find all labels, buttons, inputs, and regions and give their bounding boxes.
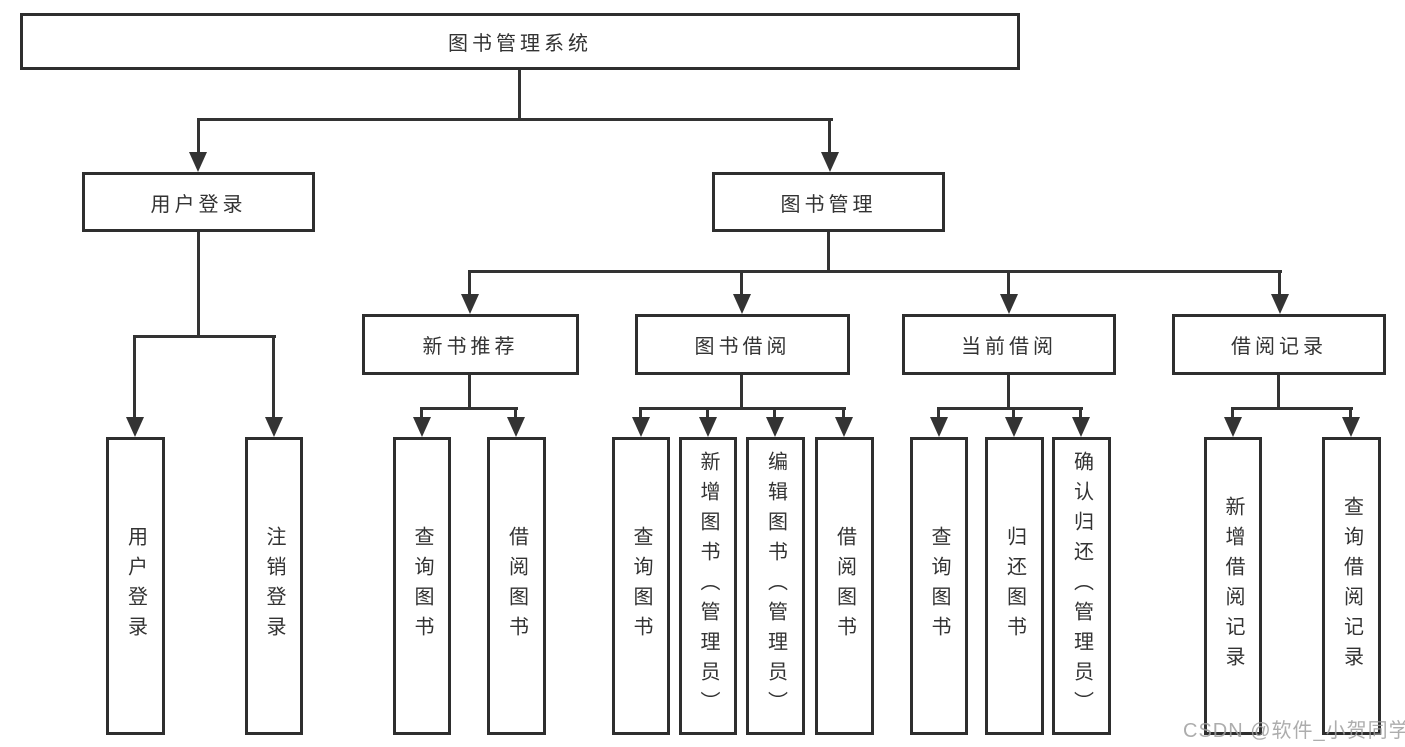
- connector-line: [272, 335, 275, 417]
- node-label: 查询图书: [411, 526, 433, 646]
- connector-line: [134, 335, 276, 338]
- node-current-borrow: 当前借阅: [902, 314, 1116, 375]
- arrow-down-icon: [265, 417, 283, 437]
- leaf-return-book: 归还图书: [985, 437, 1044, 735]
- connector-line: [197, 118, 833, 121]
- arrow-down-icon: [821, 152, 839, 172]
- node-label: 确认归还（管理员）: [1070, 451, 1093, 721]
- arrow-down-icon: [766, 417, 784, 437]
- node-label: 借阅图书: [833, 526, 856, 646]
- arrow-down-icon: [632, 417, 650, 437]
- leaf-edit-book-admin: 编辑图书（管理员）: [746, 437, 805, 735]
- arrow-down-icon: [1072, 417, 1090, 437]
- connector-line: [1079, 407, 1082, 417]
- connector-line: [1231, 407, 1234, 417]
- arrow-down-icon: [1271, 294, 1289, 314]
- node-label: 新增借阅记录: [1222, 496, 1244, 676]
- connector-line: [938, 407, 1083, 410]
- csdn-watermark: CSDN @软件_小贺同学: [1183, 720, 1405, 742]
- connector-line: [740, 270, 743, 294]
- node-label: 注销登录: [263, 526, 285, 646]
- node-label: 当前借阅: [961, 336, 1057, 358]
- arrow-down-icon: [126, 417, 144, 437]
- node-book-management: 图书管理: [712, 172, 945, 232]
- arrow-down-icon: [699, 417, 717, 437]
- connector-line: [937, 407, 940, 417]
- node-label: 查询图书: [630, 526, 652, 646]
- leaf-query-borrow-record: 查询借阅记录: [1322, 437, 1381, 735]
- arrow-down-icon: [1005, 417, 1023, 437]
- node-label: 查询借阅记录: [1340, 496, 1363, 676]
- node-label: 查询图书: [928, 526, 950, 646]
- leaf-query-book-1: 查询图书: [393, 437, 451, 735]
- node-label: 归还图书: [1003, 526, 1026, 646]
- connector-line: [1232, 407, 1353, 410]
- connector-line: [420, 407, 423, 417]
- connector-line: [842, 407, 845, 417]
- arrow-down-icon: [1342, 417, 1360, 437]
- node-label: 新增图书（管理员）: [697, 451, 719, 721]
- connector-line: [197, 118, 200, 154]
- connector-line: [468, 270, 471, 294]
- connector-line: [828, 118, 831, 154]
- arrow-down-icon: [507, 417, 525, 437]
- connector-line: [469, 270, 1282, 273]
- node-label: 图书管理系统: [448, 33, 592, 55]
- connector-line: [518, 70, 521, 118]
- arrow-down-icon: [1224, 417, 1242, 437]
- node-label: 图书借阅: [694, 336, 791, 358]
- connector-line: [1012, 407, 1015, 417]
- node-new-book-recommend: 新书推荐: [362, 314, 579, 375]
- arrow-down-icon: [733, 294, 751, 314]
- connector-line: [827, 232, 830, 270]
- node-label: 借阅记录: [1231, 336, 1327, 358]
- node-borrow-records: 借阅记录: [1172, 314, 1386, 375]
- connector-line: [1007, 375, 1010, 407]
- node-label: 用户登录: [150, 193, 247, 216]
- node-label: 编辑图书（管理员）: [764, 451, 787, 721]
- arrow-down-icon: [1000, 294, 1018, 314]
- connector-line: [133, 335, 136, 417]
- node-library-system: 图书管理系统: [20, 13, 1020, 70]
- leaf-borrow-book-2: 借阅图书: [815, 437, 874, 735]
- arrow-down-icon: [189, 152, 207, 172]
- arrow-down-icon: [835, 417, 853, 437]
- connector-line: [706, 407, 709, 417]
- leaf-borrow-book-1: 借阅图书: [487, 437, 546, 735]
- node-label: 用户登录: [124, 526, 147, 646]
- leaf-logout: 注销登录: [245, 437, 303, 735]
- node-label: 新书推荐: [422, 336, 519, 358]
- connector-line: [773, 407, 776, 417]
- leaf-confirm-return-admin: 确认归还（管理员）: [1052, 437, 1111, 735]
- connector-line: [1007, 270, 1010, 294]
- connector-line: [197, 232, 200, 335]
- arrow-down-icon: [461, 294, 479, 314]
- node-label: 图书管理: [780, 193, 877, 216]
- leaf-user-login: 用户登录: [106, 437, 165, 735]
- leaf-query-book-3: 查询图书: [910, 437, 968, 735]
- arrow-down-icon: [930, 417, 948, 437]
- node-book-borrow: 图书借阅: [635, 314, 850, 375]
- leaf-add-book-admin: 新增图书（管理员）: [679, 437, 737, 735]
- connector-line: [639, 407, 642, 417]
- connector-line: [1277, 375, 1280, 407]
- connector-line: [421, 407, 518, 410]
- connector-line: [740, 375, 743, 407]
- connector-line: [640, 407, 846, 410]
- connector-line: [1278, 270, 1281, 294]
- connector-line: [468, 375, 471, 407]
- node-user-login: 用户登录: [82, 172, 315, 232]
- leaf-query-book-2: 查询图书: [612, 437, 670, 735]
- connector-line: [1349, 407, 1352, 417]
- node-label: 借阅图书: [505, 526, 528, 646]
- connector-line: [514, 407, 517, 417]
- leaf-add-borrow-record: 新增借阅记录: [1204, 437, 1262, 735]
- arrow-down-icon: [413, 417, 431, 437]
